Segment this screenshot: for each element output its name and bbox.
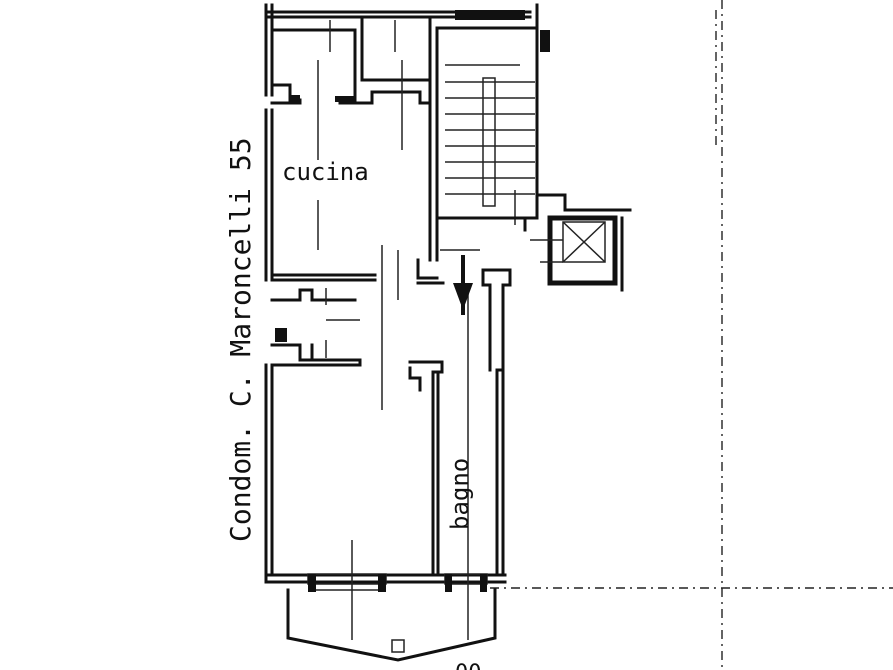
elevator-shaft-icon [530, 193, 632, 292]
balcony-drain [391, 639, 405, 653]
balcony [286, 588, 497, 662]
corridor-walls [270, 245, 445, 410]
windows [307, 573, 488, 592]
kitchen-label: cucina [282, 158, 369, 186]
condominium-label: Condom. C. Maroncelli 55 [224, 137, 257, 542]
down-arrow-icon [453, 255, 473, 315]
bathroom-walls [408, 268, 512, 577]
bottom-cut-label: 00 [455, 661, 482, 670]
stair-flight-icon [445, 64, 535, 225]
stairwell [435, 3, 550, 251]
bathroom-label: bagno [446, 458, 474, 530]
